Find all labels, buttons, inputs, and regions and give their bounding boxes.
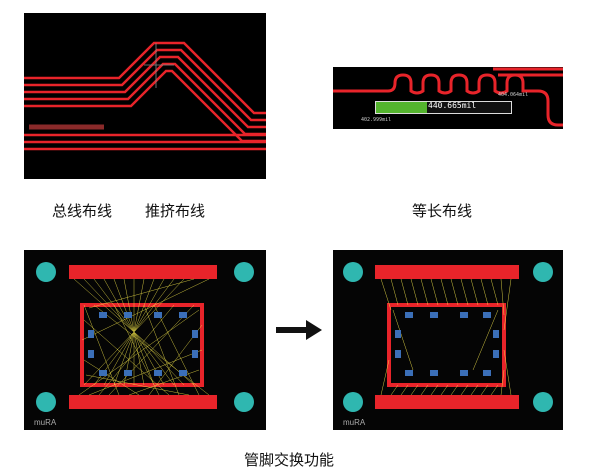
arrow-icon: [276, 320, 322, 340]
pcb-after-logo: muRA: [343, 418, 366, 427]
caption-bus-routing: 总线布线: [52, 202, 113, 220]
caption-equal-length: 等长布线: [412, 202, 473, 220]
pin-swap-after-panel: muRA: [333, 250, 563, 430]
length-readout-main: 440.665mil: [428, 101, 477, 110]
length-progress-fill: [376, 102, 428, 113]
length-progress-bar: 440.665mil: [375, 101, 512, 114]
meander-traces: [333, 67, 563, 127]
length-readout-left: 402.999mil: [361, 117, 392, 123]
pcb-after: muRA: [343, 262, 553, 427]
bus-routing-panel: [24, 13, 266, 179]
pin-swap-before-panel: muRA: [24, 250, 266, 430]
caption-pin-swap: 管脚交换功能: [244, 451, 335, 469]
caption-push-routing: 推挤布线: [145, 202, 206, 220]
length-readout-right: 404.064mil: [498, 92, 529, 98]
equal-length-panel: 440.665mil 404.064mil 402.999mil: [333, 67, 563, 129]
pcb-before-logo: muRA: [34, 418, 57, 427]
bus-routing-traces: [24, 41, 266, 151]
pcb-before: muRA: [34, 262, 254, 427]
